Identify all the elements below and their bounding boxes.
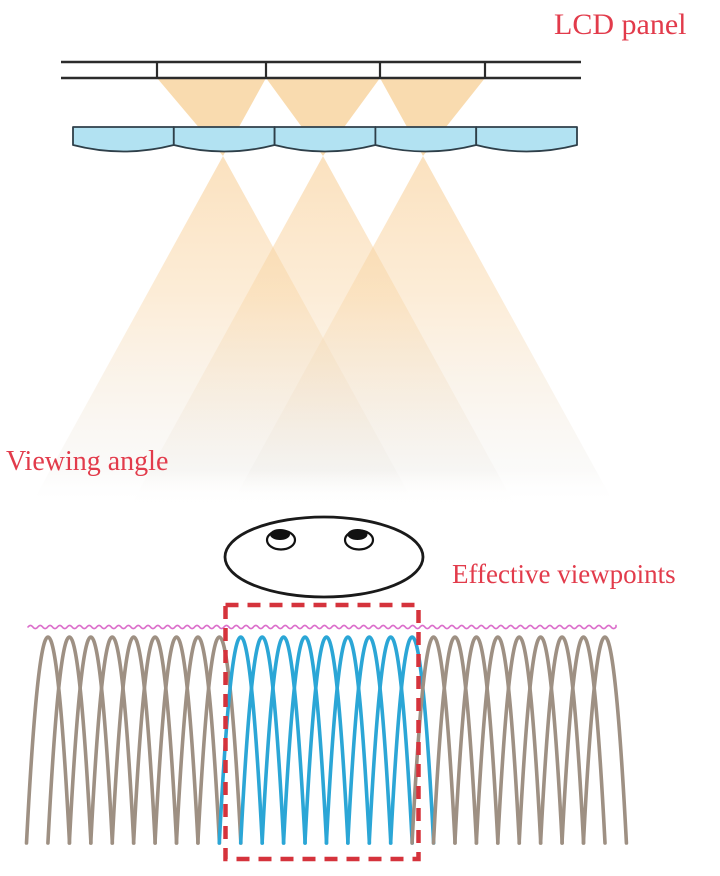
viewpoint-wave-effective <box>346 635 393 845</box>
viewing-angle-label: Viewing angle <box>6 446 169 477</box>
viewpoint-wave <box>88 635 136 845</box>
viewpoint-wave <box>24 635 72 845</box>
viewpoint-wave <box>474 635 522 845</box>
lens-element <box>374 126 478 153</box>
viewpoint-wave <box>581 635 629 845</box>
viewpoint-wave-effective <box>281 635 329 845</box>
viewpoint-wave <box>538 635 586 845</box>
eye-pupil <box>270 529 290 540</box>
viewpoint-wave <box>46 635 93 845</box>
viewpoint-wave <box>110 635 157 845</box>
viewpoint-wave-effective <box>324 635 372 845</box>
eye-pupil <box>347 529 368 540</box>
effective-viewpoints-label: Effective viewpoints <box>452 559 676 589</box>
viewpoint-wave-effective <box>303 635 350 845</box>
viewpoint-wave-effective <box>260 635 307 845</box>
light-cone <box>266 78 380 156</box>
viewpoint-wave <box>153 635 200 845</box>
lenticular-lens-array <box>72 126 578 153</box>
light-cone <box>157 78 266 156</box>
viewpoint-wave-effective <box>388 635 436 845</box>
lens-element <box>172 126 276 153</box>
viewing-angle-fans <box>31 156 615 505</box>
viewpoint-wave <box>131 635 179 845</box>
lens-element <box>72 126 175 153</box>
pink-squiggle-line <box>27 624 617 630</box>
upper-light-cones <box>157 78 485 156</box>
viewpoint-wave <box>67 635 115 845</box>
light-fan <box>231 156 615 505</box>
viewpoint-wave <box>196 635 243 845</box>
viewer-head <box>223 515 425 599</box>
lcd-panel <box>61 60 581 80</box>
head-outline <box>223 515 425 599</box>
lens-element <box>475 126 578 153</box>
viewpoint-wave <box>517 635 564 845</box>
viewpoint-wave <box>431 635 479 845</box>
viewpoint-wave <box>174 635 222 845</box>
light-cone <box>380 78 485 156</box>
lens-element <box>273 126 377 153</box>
viewpoint-wave <box>560 635 607 845</box>
viewpoint-wave <box>453 635 500 845</box>
effective-viewpoints-dashed-box <box>223 602 421 862</box>
lcd-panel-label: LCD panel <box>554 8 687 41</box>
viewpoint-wave-effective <box>238 635 286 845</box>
viewpoint-wave <box>495 635 543 845</box>
viewpoint-waves <box>24 635 629 845</box>
viewpoint-wave-effective <box>367 635 415 845</box>
